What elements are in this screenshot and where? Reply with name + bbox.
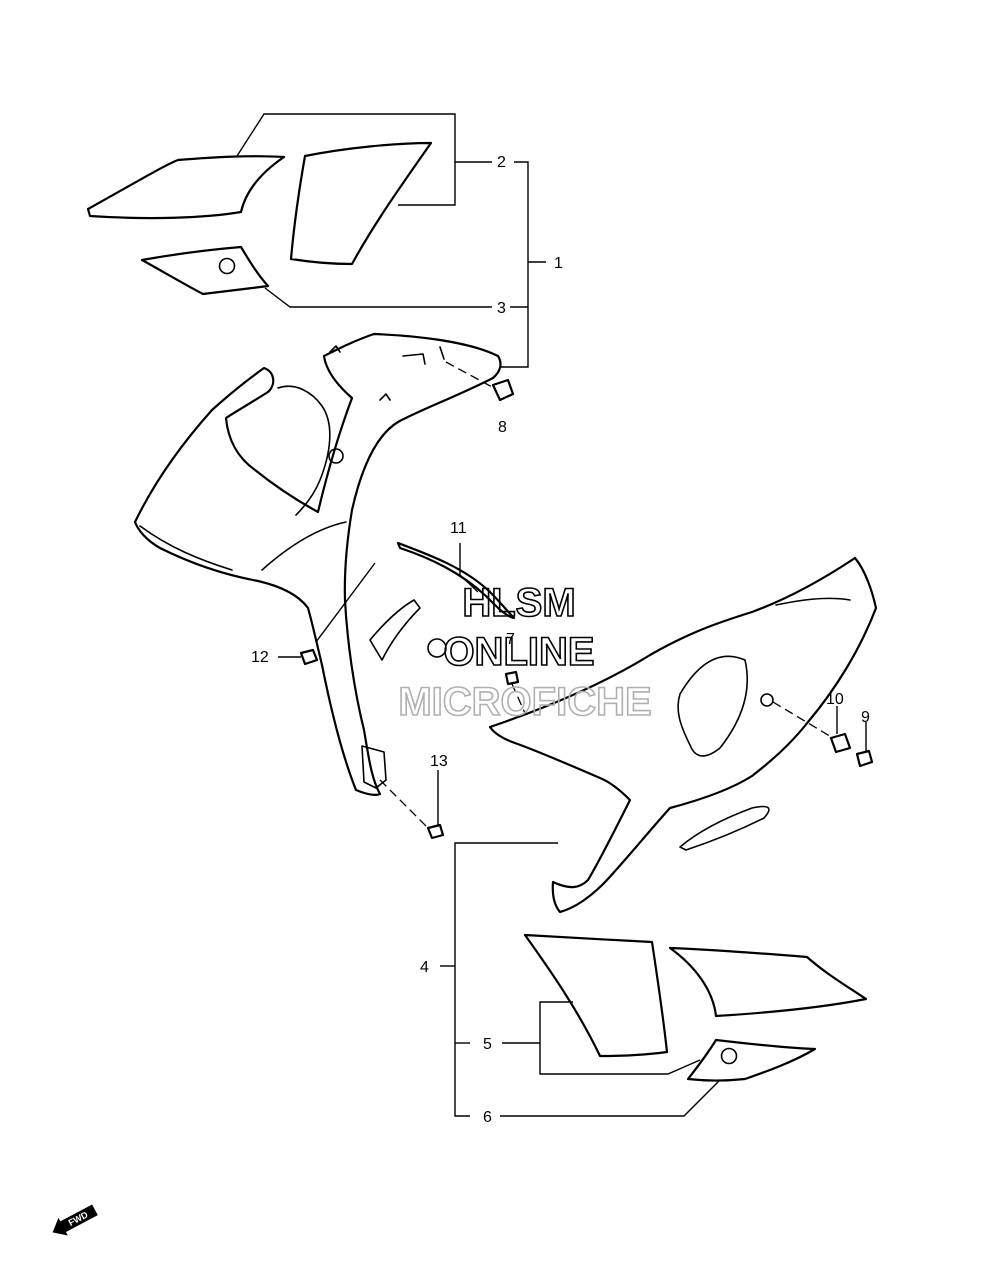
cowling-boss-2 — [427, 638, 447, 658]
cowling-main-body — [133, 332, 502, 797]
decal-2-left — [86, 155, 286, 220]
part-10-grommet — [829, 706, 852, 754]
decal-6-hole — [720, 1047, 738, 1065]
watermark-line-1: HLSM — [462, 581, 575, 625]
callout-10: 10 — [826, 691, 844, 708]
callout-2: 2 — [497, 154, 506, 171]
callout-8: 8 — [498, 419, 507, 436]
decal-3-hole — [218, 257, 236, 275]
cowling-lip — [139, 525, 233, 571]
decal-6 — [686, 1038, 817, 1082]
callout-11: 11 — [450, 520, 467, 537]
cowling-boss-1 — [328, 448, 344, 464]
callout-13: 13 — [430, 753, 448, 770]
lower-cowling-window — [677, 655, 748, 757]
leaders-lower — [440, 842, 721, 1117]
cowling-mount-tab — [361, 745, 387, 789]
callout-9: 9 — [861, 709, 870, 726]
cowling-clips-top — [329, 345, 445, 401]
fwd-badge: FWD — [52, 1204, 98, 1236]
lower-cowling-top-edge — [775, 597, 851, 606]
lower-cowling-hole — [760, 693, 774, 707]
callout-5: 5 — [483, 1036, 492, 1053]
decal-5-right — [668, 946, 868, 1018]
part-7-screw — [504, 670, 529, 721]
callout-labels: 1 2 3 4 5 6 7 8 9 10 11 12 13 — [251, 154, 870, 1126]
cowling-inner-edge — [277, 385, 331, 516]
decal-set-upper — [86, 141, 433, 296]
part-9-bolt — [855, 722, 874, 768]
lower-cowling — [488, 556, 878, 914]
callout-1: 1 — [554, 255, 563, 272]
upper-cowling — [133, 332, 502, 797]
callout-12: 12 — [251, 649, 269, 666]
leaders-upper — [236, 113, 546, 368]
decal-5-left — [523, 933, 669, 1058]
part-12-clip — [278, 562, 376, 666]
decal-2-right — [289, 141, 433, 266]
part-13-screw — [379, 770, 445, 840]
callout-6: 6 — [483, 1109, 492, 1126]
watermark: HLSM ONLINE MICROFICHE — [398, 580, 653, 725]
watermark-line-3: MICROFICHE — [398, 680, 651, 724]
watermark-line-2: ONLINE — [443, 630, 594, 674]
decal-3 — [140, 245, 270, 296]
lower-cowling-rib — [679, 805, 770, 851]
lower-cowling-body — [488, 556, 878, 914]
callout-7: 7 — [506, 631, 515, 648]
fwd-arrow-icon — [52, 1204, 98, 1236]
cowling-panel-line — [261, 521, 347, 571]
callout-4: 4 — [420, 959, 429, 976]
part-8-grommet — [445, 361, 515, 402]
cowling-brace — [369, 599, 421, 661]
part-11-strip — [396, 541, 516, 620]
callout-3: 3 — [497, 300, 506, 317]
decal-set-lower — [523, 933, 868, 1082]
